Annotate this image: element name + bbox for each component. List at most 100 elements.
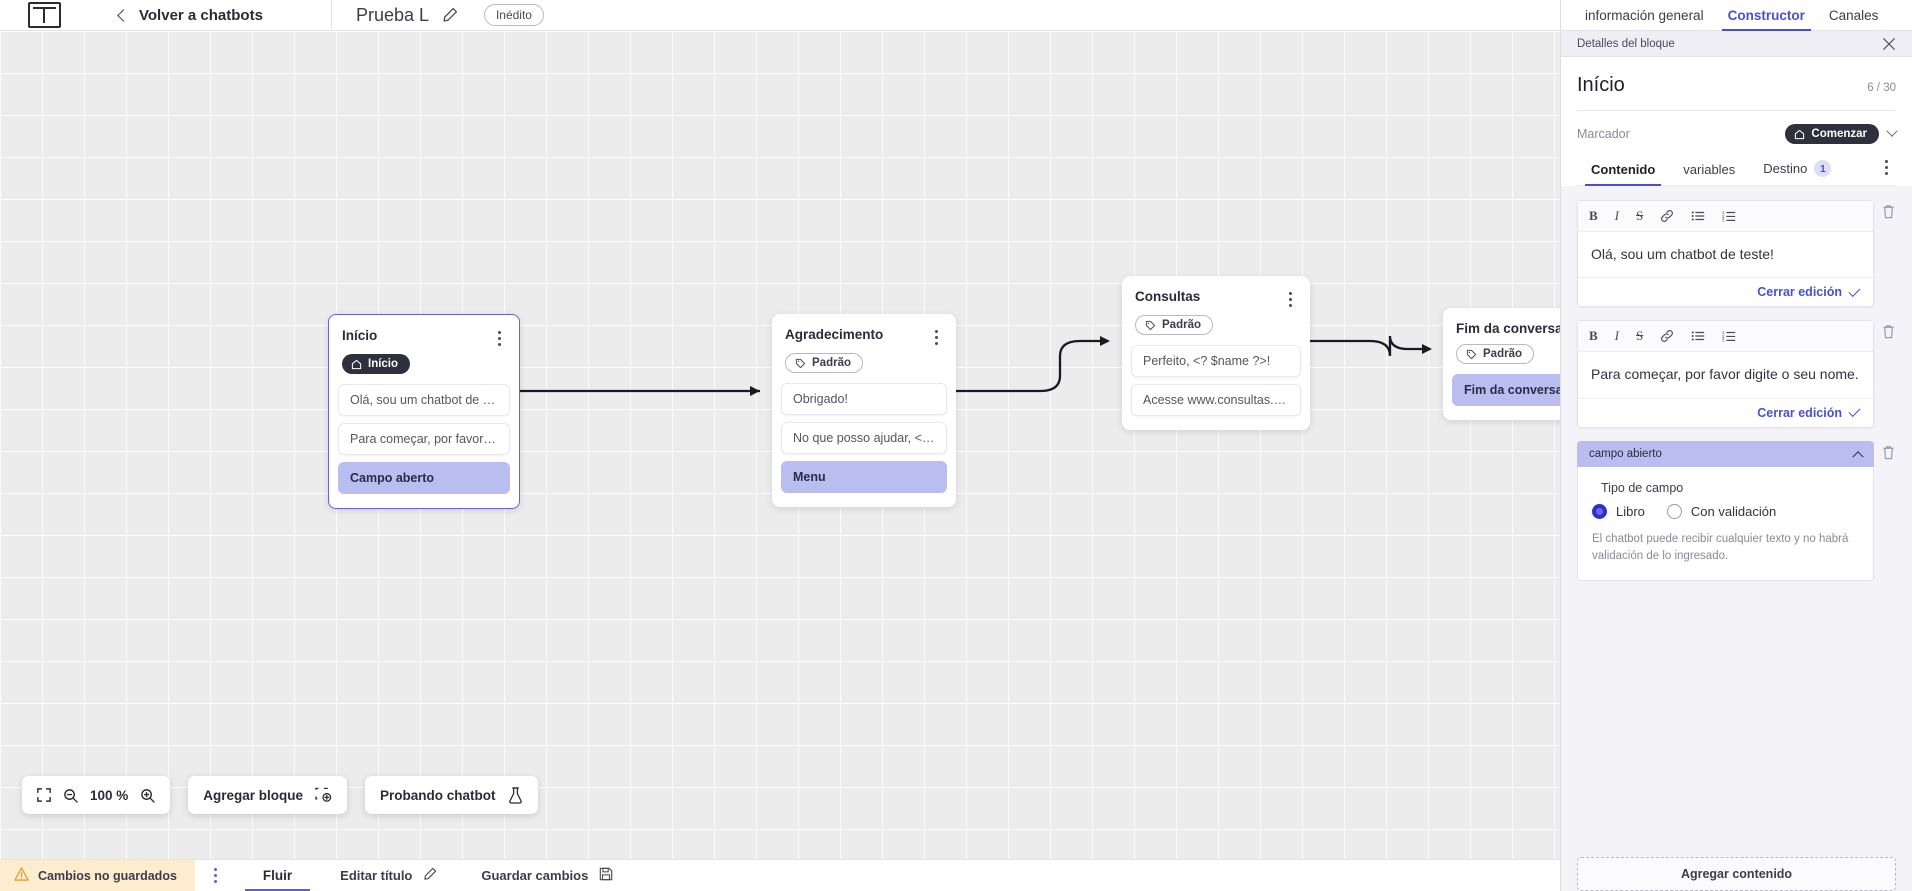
node-header: Consultas: [1122, 276, 1310, 307]
delete-content-icon[interactable]: [1881, 320, 1896, 344]
editor-text-value[interactable]: Para começar, por favor digite o seu nom…: [1591, 366, 1859, 383]
link-icon[interactable]: [1660, 329, 1674, 343]
block-details-panel: información general Constructor Canales …: [1560, 0, 1912, 891]
strikethrough-icon[interactable]: S: [1636, 328, 1644, 344]
status-badge: Inédito: [483, 4, 544, 26]
check-icon: [1848, 405, 1861, 418]
node-row[interactable]: Campo aberto: [338, 461, 510, 494]
chevron-left-icon: [117, 8, 130, 22]
back-to-chatbots-link[interactable]: Volver a chatbots: [117, 7, 263, 24]
tab-informacion-general[interactable]: información general: [1573, 8, 1716, 30]
app-logo-icon[interactable]: [28, 2, 61, 28]
warning-triangle-icon: [14, 867, 29, 884]
tab-canales[interactable]: Canales: [1817, 8, 1891, 30]
status-kebab-menu-icon[interactable]: [195, 860, 237, 891]
test-chatbot-button[interactable]: Probando chatbot: [365, 776, 538, 814]
node-row[interactable]: No que posso ajudar, <? $name ...: [781, 421, 947, 454]
marker-label: Marcador: [1577, 127, 1630, 141]
node-kebab-menu-icon[interactable]: [492, 328, 506, 346]
node-tag-row: Início: [329, 346, 519, 384]
campo-abierto-header[interactable]: campo abierto: [1577, 440, 1874, 467]
flow-node-inicio[interactable]: Início Início Olá, sou um chatbot de tes…: [328, 314, 520, 509]
bot-title: Prueba Li: [355, 4, 430, 25]
subtab-variables[interactable]: variables: [1669, 156, 1749, 185]
node-row[interactable]: Acesse www.consultas.com par...: [1131, 383, 1301, 416]
node-title: Início: [342, 328, 378, 343]
subtab-label: variables: [1683, 162, 1736, 177]
tab-constructor[interactable]: Constructor: [1716, 8, 1817, 31]
close-edit-button[interactable]: Cerrar edición: [1757, 284, 1861, 299]
bold-icon[interactable]: B: [1589, 328, 1598, 344]
zoom-controls: 100 %: [22, 776, 171, 814]
flow-node-fim-da-conversa[interactable]: Fim da conversa Padrão Fim da conversa: [1443, 308, 1560, 420]
destino-count-badge: 1: [1814, 160, 1832, 177]
panel-header-title: Detalles del bloque: [1577, 37, 1675, 50]
add-block-icon: [315, 787, 332, 803]
panel-top-tabs: información general Constructor Canales: [1561, 0, 1912, 31]
node-tag-label: Padrão: [1162, 319, 1201, 331]
node-kebab-menu-icon[interactable]: [929, 327, 943, 345]
field-type-helper-text: El chatbot puede recibir cualquier texto…: [1592, 532, 1849, 562]
save-changes-button[interactable]: Guardar cambios: [459, 860, 635, 891]
chevron-up-icon[interactable]: [1852, 450, 1864, 463]
edit-title-button[interactable]: Editar título: [318, 860, 459, 891]
node-tag-pill-default[interactable]: Padrão: [1456, 344, 1534, 364]
bullet-list-icon[interactable]: [1691, 209, 1705, 223]
node-tag-pill-default[interactable]: Padrão: [1135, 315, 1213, 335]
flow-node-agradecimento[interactable]: Agradecimento Padrão Obrigado! No que po…: [772, 314, 956, 507]
bullet-list-icon[interactable]: [1691, 329, 1705, 343]
node-tag-pill-default[interactable]: Padrão: [785, 353, 863, 373]
tab-label: Canales: [1828, 8, 1879, 23]
close-edit-button[interactable]: Cerrar edición: [1757, 405, 1861, 420]
flow-canvas[interactable]: Início Início Olá, sou um chatbot de tes…: [0, 31, 1560, 859]
node-row[interactable]: Para começar, por favor digite o ...: [338, 422, 510, 455]
delete-content-icon[interactable]: [1881, 441, 1896, 465]
zoom-in-icon[interactable]: [140, 788, 156, 803]
node-row[interactable]: Fim da conversa: [1452, 373, 1560, 406]
test-chatbot-label: Probando chatbot: [380, 787, 496, 803]
subtab-contenido[interactable]: Contenido: [1577, 156, 1669, 186]
campo-abierto-body: Tipo de campo Libro Con validación El ch…: [1577, 466, 1874, 582]
radio-libro-label: Libro: [1616, 503, 1645, 519]
radio-libro[interactable]: [1592, 503, 1607, 519]
node-row[interactable]: Olá, sou um chatbot de teste!: [338, 383, 510, 416]
marker-pill-comenzar[interactable]: Comenzar: [1785, 124, 1879, 144]
editor-text-value[interactable]: Olá, sou um chatbot de teste!: [1591, 246, 1774, 262]
delete-content-icon[interactable]: [1881, 200, 1896, 224]
add-block-button[interactable]: Agregar bloque: [188, 776, 348, 814]
close-icon[interactable]: [1882, 37, 1896, 51]
marker-value-group[interactable]: Comenzar: [1785, 124, 1898, 144]
tab-fluir-label: Fluir: [262, 868, 293, 883]
italic-icon[interactable]: I: [1614, 328, 1620, 344]
edit-name-pencil-icon[interactable]: [442, 7, 458, 23]
zoom-out-icon[interactable]: [63, 788, 78, 803]
flow-node-consultas[interactable]: Consultas Padrão Perfeito, <? $name ?>! …: [1122, 276, 1310, 430]
fit-screen-icon[interactable]: [37, 788, 51, 802]
node-kebab-menu-icon[interactable]: [1283, 289, 1297, 307]
radio-con-validacion[interactable]: [1666, 503, 1682, 519]
node-tag-label: Início: [368, 358, 399, 370]
node-row[interactable]: Menu: [781, 460, 947, 493]
node-tag-pill-start[interactable]: Início: [342, 354, 411, 374]
strikethrough-icon[interactable]: S: [1636, 208, 1644, 223]
node-row[interactable]: Perfeito, <? $name ?>!: [1131, 344, 1301, 377]
node-row[interactable]: Obrigado!: [781, 382, 947, 415]
tag-icon: [1466, 349, 1477, 359]
chevron-down-icon[interactable]: [1886, 125, 1898, 137]
subtab-destino[interactable]: Destino 1: [1749, 154, 1845, 185]
bold-icon[interactable]: B: [1589, 208, 1598, 223]
subtabs-kebab-menu-icon[interactable]: [1877, 160, 1896, 185]
link-icon[interactable]: [1660, 209, 1674, 223]
unsaved-changes-indicator: Cambios no guardados: [0, 860, 195, 891]
italic-icon[interactable]: I: [1614, 208, 1620, 223]
marker-value-label: Comenzar: [1811, 128, 1867, 140]
home-icon: [351, 359, 362, 369]
tab-fluir[interactable]: Fluir: [237, 860, 318, 891]
add-content-button[interactable]: Agregar contenido: [1577, 857, 1896, 891]
content-block-campo-abierto: campo abierto Tipo de campo Libro Con va…: [1577, 440, 1896, 582]
